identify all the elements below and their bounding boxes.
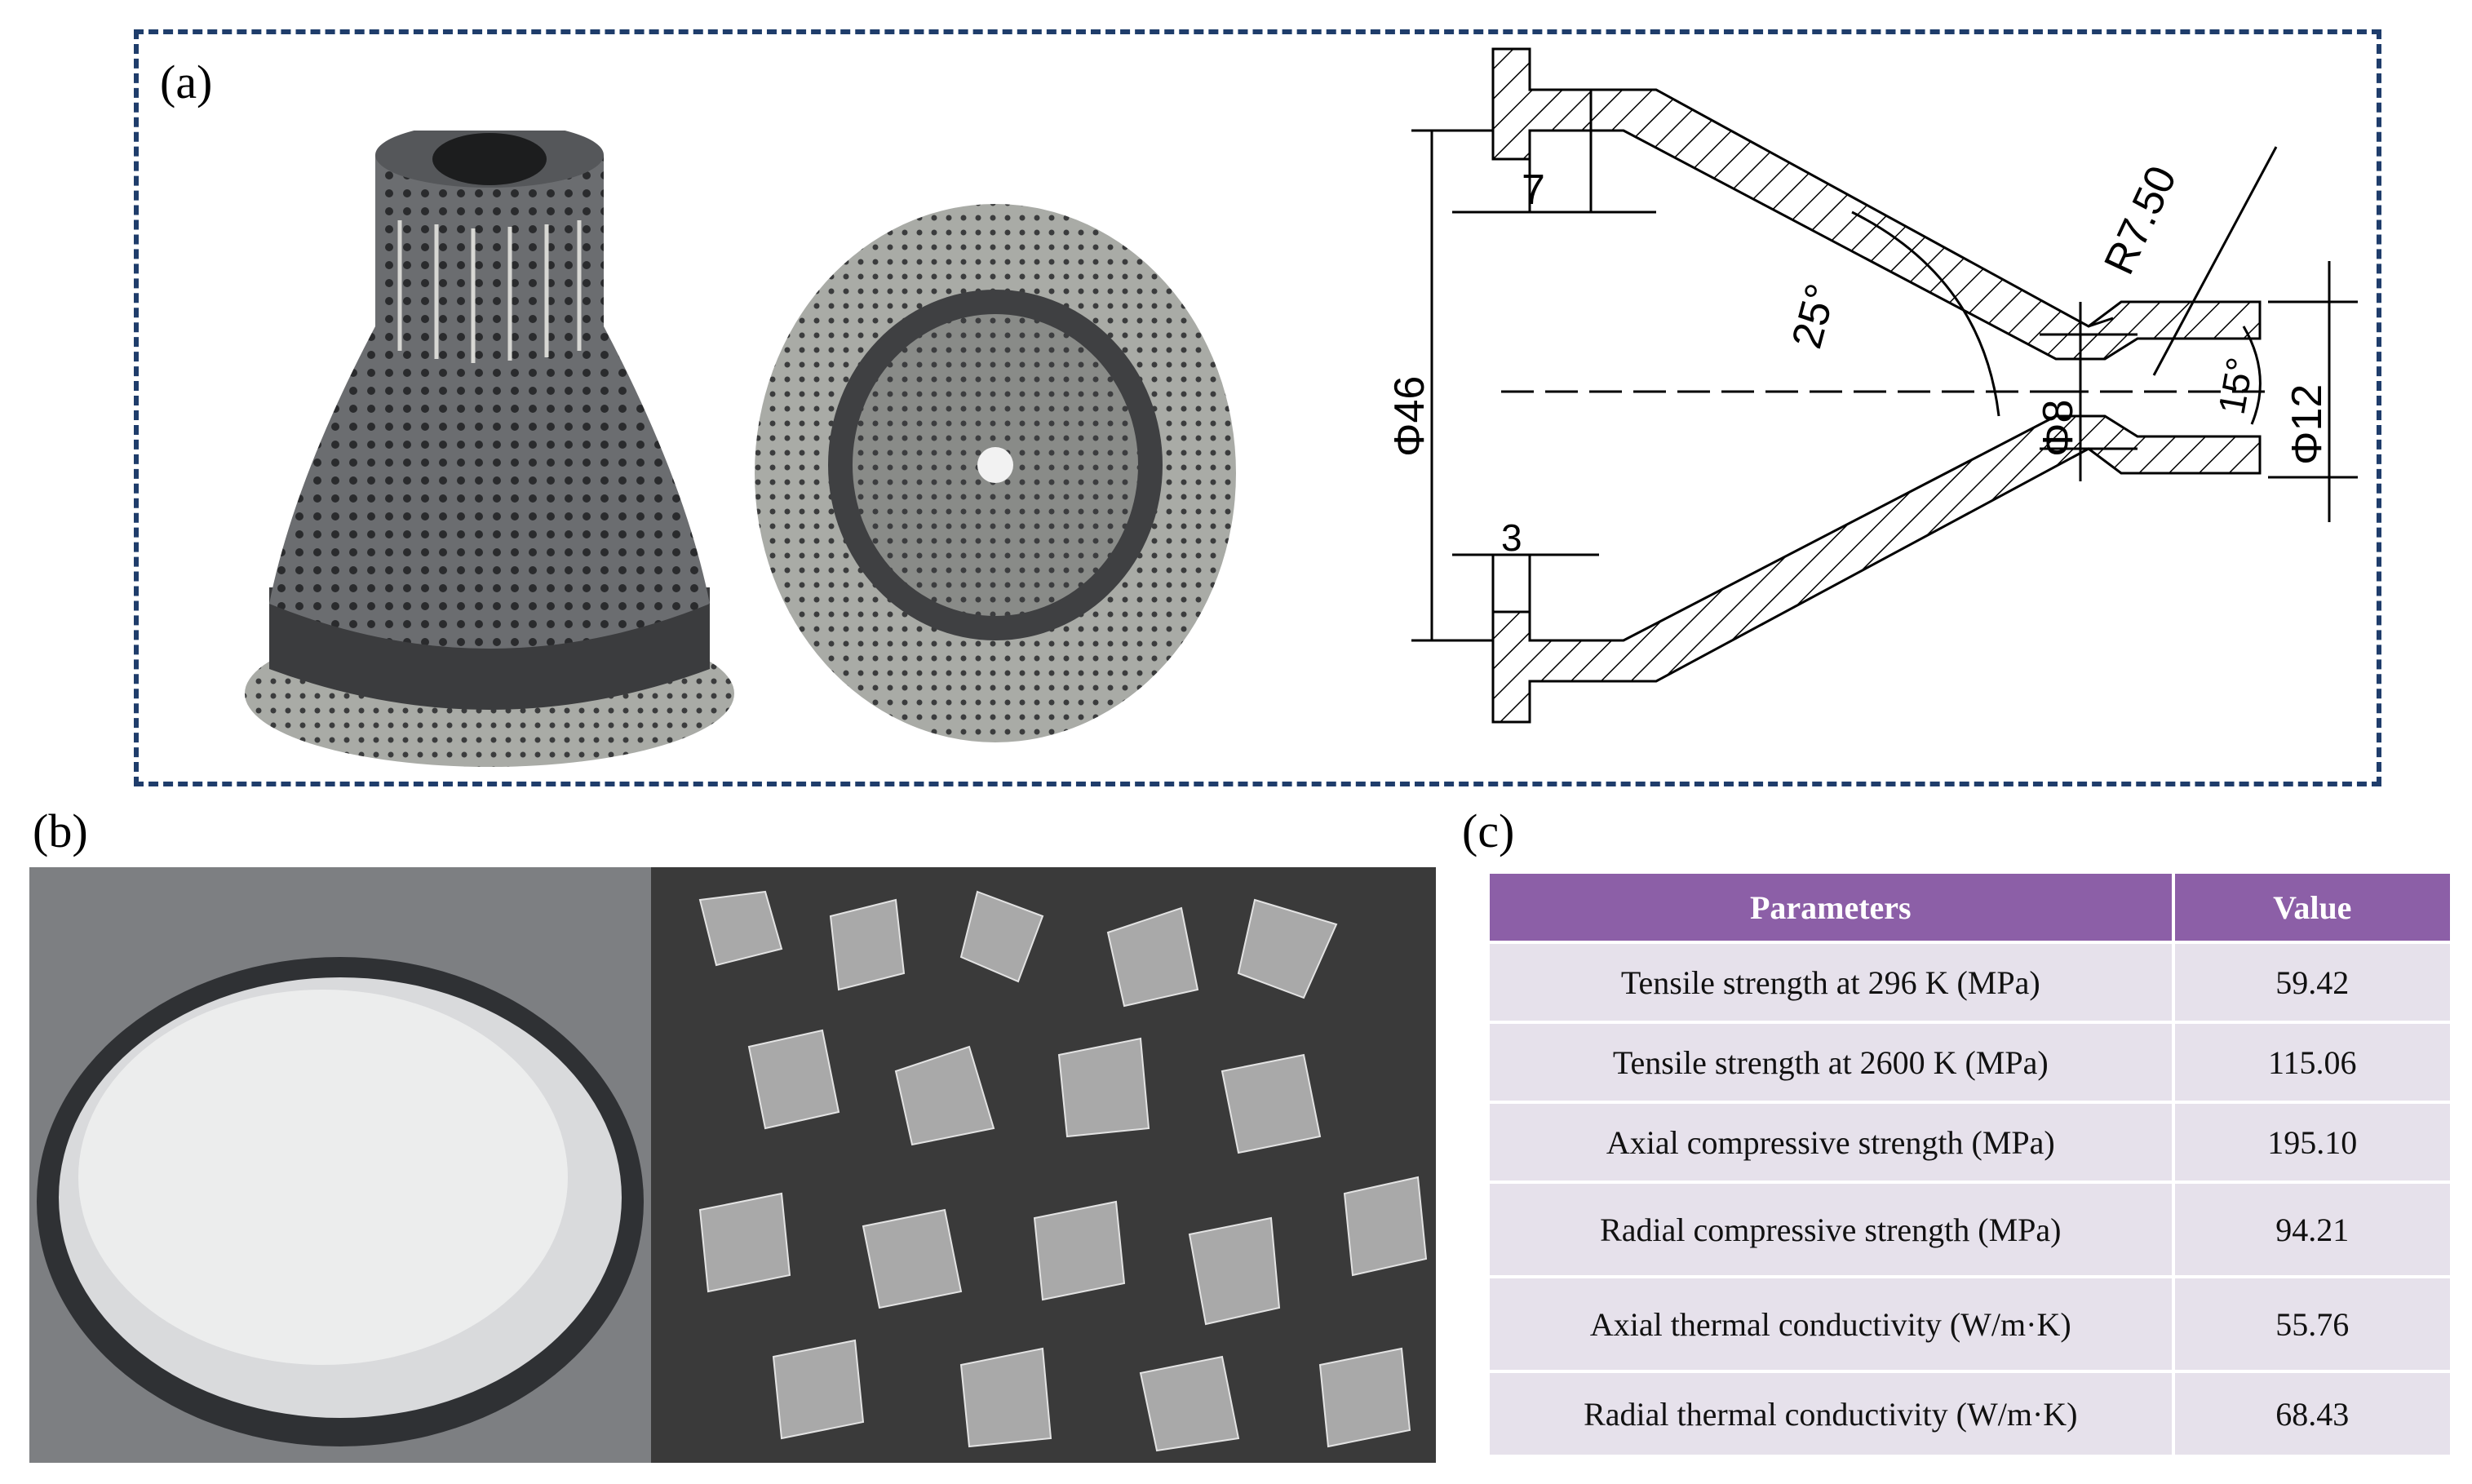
table-cell-param: Radial compressive strength (MPa) [1490, 1184, 2172, 1275]
table-cell-value: 115.06 [2174, 1024, 2450, 1101]
particle-sem-image [651, 867, 1436, 1463]
dim-phi46: Φ46 [1386, 376, 1433, 457]
table-cell-param: Axial thermal conductivity (W/m·K) [1490, 1278, 2172, 1370]
table-cell-value: 55.76 [2174, 1278, 2450, 1370]
panel-a-frame [134, 29, 2381, 786]
angle-15: 15° [2210, 354, 2262, 418]
header-parameters: Parameters [1490, 874, 2172, 941]
panel-label-c: (c) [1462, 804, 1515, 857]
dim-3: 3 [1501, 516, 1522, 559]
table-cell-param: Radial thermal conductivity (W/m·K) [1490, 1373, 2172, 1455]
nozzle-technical-drawing: 7 3 Φ46 Φ8 Φ12 25° 15° R7.50 [1386, 47, 2358, 724]
table-cell-param: Tensile strength at 296 K (MPa) [1490, 944, 2172, 1021]
powder-dish-photo [29, 867, 651, 1463]
dim-phi12: Φ12 [2284, 384, 2331, 465]
dim-7: 7 [1522, 166, 1545, 214]
table-cell-value: 68.43 [2174, 1373, 2450, 1455]
table-cell-value: 59.42 [2174, 944, 2450, 1021]
table-cell-param: Tensile strength at 2600 K (MPa) [1490, 1024, 2172, 1101]
panel-label-b: (b) [33, 804, 88, 857]
angle-25: 25° [1783, 279, 1845, 353]
header-value: Value [2174, 874, 2450, 941]
nozzle-side-photo [245, 131, 734, 767]
table-cell-value: 195.10 [2174, 1104, 2450, 1181]
radius-label: R7.50 [2095, 159, 2186, 281]
table-cell-param: Axial compressive strength (MPa) [1490, 1104, 2172, 1181]
parameters-table: Parameters Value Tensile strength at 296… [1486, 870, 2453, 1458]
table-cell-value: 94.21 [2174, 1184, 2450, 1275]
nozzle-top-photo [755, 204, 1236, 742]
dim-phi8: Φ8 [2035, 400, 2082, 457]
panel-label-a: (a) [160, 55, 213, 109]
